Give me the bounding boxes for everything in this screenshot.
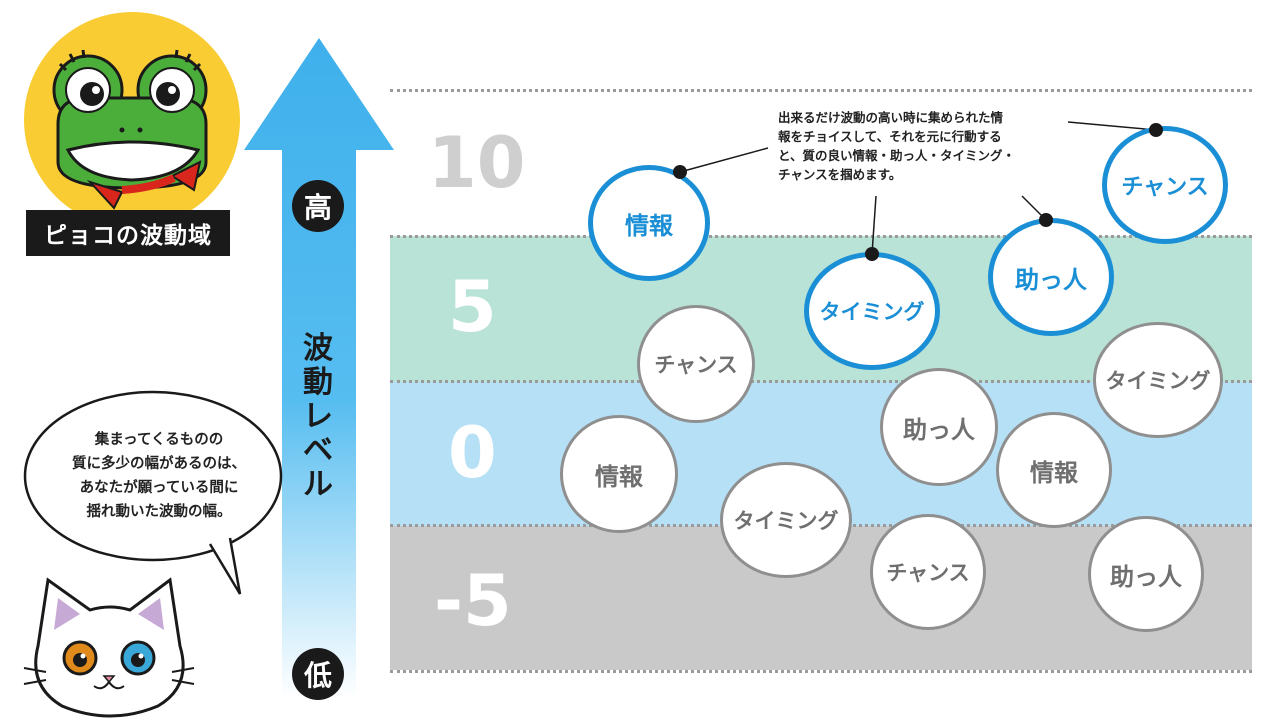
grid-line-bottom bbox=[390, 670, 1252, 673]
level-label-minus5: -5 bbox=[434, 560, 512, 642]
blue-circle-helper: 助っ人 bbox=[988, 218, 1114, 336]
grid-line-10 bbox=[390, 235, 1252, 238]
gray-circle-helper: 助っ人 bbox=[880, 368, 998, 486]
page-title: ピョコの波動域 bbox=[26, 210, 230, 256]
frog-character-illustration bbox=[24, 12, 240, 228]
low-badge: 低 bbox=[292, 648, 344, 700]
gray-circle-chance-2: チャンス bbox=[870, 514, 986, 630]
anchor-dot-timing bbox=[865, 247, 879, 261]
anchor-dot-helper bbox=[1039, 213, 1053, 227]
speech-bubble bbox=[23, 390, 283, 595]
level-label-5: 5 bbox=[448, 266, 497, 348]
gray-circle-timing-2: タイミング bbox=[1093, 322, 1223, 438]
gray-circle-info: 情報 bbox=[560, 415, 678, 533]
blue-circle-info: 情報 bbox=[588, 165, 710, 281]
wave-level-arrow bbox=[244, 38, 394, 698]
annotation-text: 出来るだけ波動の高い時に集められた情 報をチョイスして、それを元に行動する と、… bbox=[778, 110, 1016, 182]
level-label-0: 0 bbox=[448, 412, 497, 494]
speech-bubble-text: 集まってくるものの 質に多少の幅があるのは、 あなたが願っている間に 揺れ動いた… bbox=[72, 432, 246, 520]
cat-character-illustration bbox=[23, 577, 195, 718]
axis-label: 波 動 レ ベ ル bbox=[303, 331, 333, 502]
gray-circle-info-2: 情報 bbox=[996, 412, 1112, 528]
gray-circle-chance: チャンス bbox=[637, 305, 755, 423]
grid-line-5 bbox=[390, 380, 1252, 383]
gray-circle-helper-2: 助っ人 bbox=[1088, 516, 1204, 632]
blue-circle-chance: チャンス bbox=[1102, 126, 1228, 244]
level-label-10: 10 bbox=[428, 122, 526, 204]
grid-line-top bbox=[390, 89, 1252, 92]
anchor-dot-info bbox=[673, 165, 687, 179]
anchor-dot-chance bbox=[1149, 123, 1163, 137]
blue-circle-timing: タイミング bbox=[804, 252, 940, 370]
high-badge: 高 bbox=[292, 180, 344, 232]
gray-circle-timing: タイミング bbox=[720, 462, 852, 578]
